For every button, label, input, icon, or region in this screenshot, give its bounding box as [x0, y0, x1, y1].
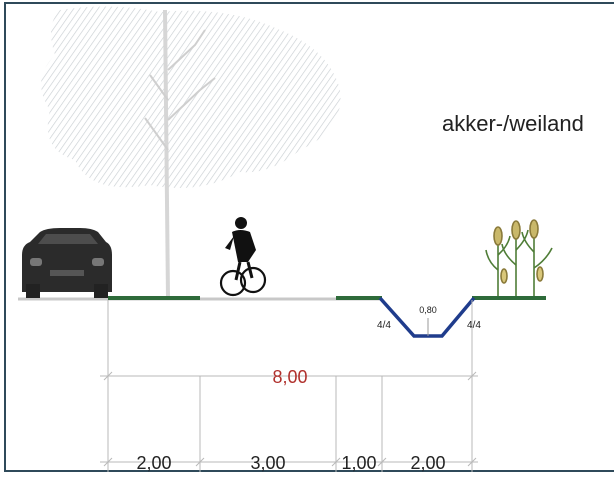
cyclist-icon: [219, 217, 267, 297]
total-width-label: 8,00: [272, 367, 307, 387]
left-slope-label: 4/4: [377, 320, 391, 331]
segment-width-label: 3,00: [250, 453, 285, 473]
dimension-lines: [100, 300, 478, 472]
segment-width-label: 2,00: [136, 453, 171, 473]
right-slope-label: 4/4: [467, 320, 481, 331]
corn-icon: [485, 219, 553, 296]
ditch: [378, 296, 476, 338]
car-icon: [22, 228, 112, 298]
segment-width-label: 2,00: [410, 453, 445, 473]
land-use-label: akker-/weiland: [442, 111, 584, 136]
ditch-depth-label: 0,80: [419, 305, 437, 315]
segment-width-label: 1,00: [341, 453, 376, 473]
tree-icon: [41, 6, 341, 299]
